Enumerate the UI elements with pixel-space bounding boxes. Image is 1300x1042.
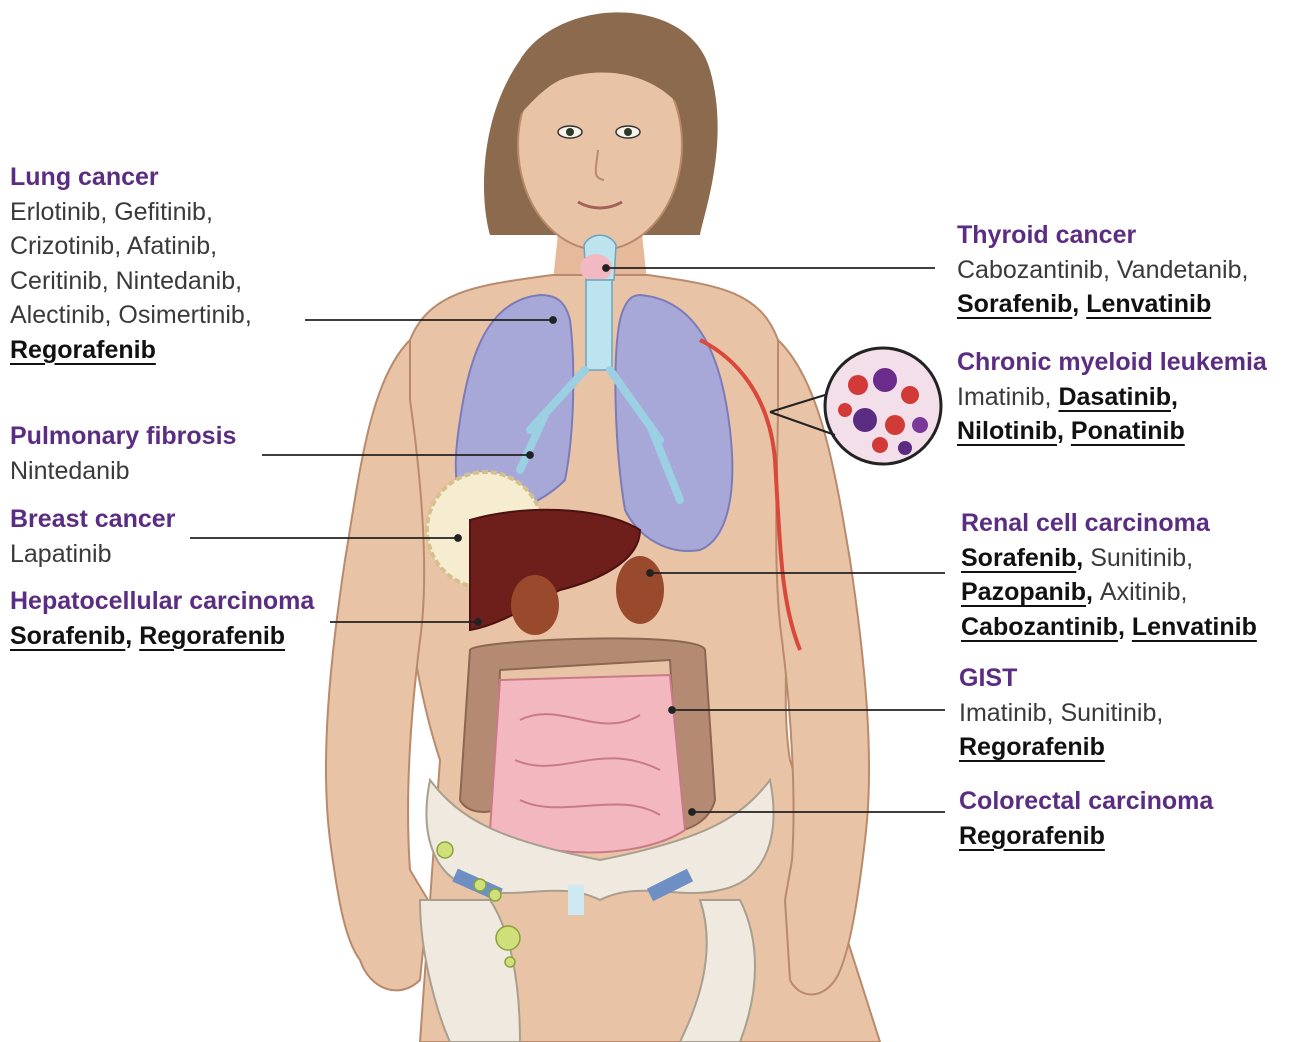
- drug-name: Sorafenib: [961, 544, 1076, 572]
- drug-separator: ,: [1045, 383, 1059, 411]
- drug-separator: ,: [105, 301, 119, 329]
- drug-line: Pazopanib, Axitinib,: [961, 575, 1257, 610]
- drug-separator: ,: [1103, 256, 1117, 284]
- drug-name: Lapatinib: [10, 540, 111, 568]
- drug-separator: ,: [235, 267, 242, 295]
- drug-separator: ,: [125, 622, 139, 650]
- drug-name: Imatinib: [957, 383, 1045, 411]
- drug-name: Regorafenib: [10, 336, 156, 364]
- drug-line: Crizotinib, Afatinib,: [10, 229, 252, 264]
- drug-name: Cabozantinib: [961, 613, 1118, 641]
- drug-line: Alectinib, Osimertinib,: [10, 298, 252, 333]
- drug-name: Nintedanib: [116, 267, 236, 295]
- drug-name: Afatinib: [127, 232, 210, 260]
- drug-name: Osimertinib: [118, 301, 244, 329]
- drug-line: Lapatinib: [10, 537, 175, 572]
- drug-name: Dasatinib: [1058, 383, 1171, 411]
- drug-name: Ceritinib: [10, 267, 102, 295]
- drug-name: Ponatinib: [1071, 417, 1185, 445]
- drug-name: Lenvatinib: [1086, 290, 1211, 318]
- indication-heading: Thyroid cancer: [957, 218, 1248, 253]
- drug-separator: ,: [114, 232, 127, 260]
- indication-heading: Hepatocellular carcinoma: [10, 584, 314, 619]
- drug-line: Regorafenib: [10, 333, 252, 368]
- drug-line: Regorafenib: [959, 819, 1213, 854]
- drug-separator: ,: [1171, 383, 1178, 411]
- drug-separator: ,: [1242, 256, 1249, 284]
- indication-heading: Pulmonary fibrosis: [10, 419, 236, 454]
- drug-name: Nintedanib: [10, 457, 130, 485]
- drug-separator: ,: [1047, 699, 1061, 727]
- drug-separator: ,: [100, 198, 114, 226]
- drug-name: Axitinib: [1100, 578, 1181, 606]
- drug-line: Sorafenib, Sunitinib,: [961, 541, 1257, 576]
- drug-separator: ,: [1156, 699, 1163, 727]
- indication-heading: Renal cell carcinoma: [961, 506, 1257, 541]
- drug-separator: ,: [206, 198, 213, 226]
- drug-line: Regorafenib: [959, 730, 1163, 765]
- drug-line: Nintedanib: [10, 454, 236, 489]
- drug-line: Sorafenib, Lenvatinib: [957, 287, 1248, 322]
- drug-name: Vandetanib: [1117, 256, 1242, 284]
- drug-name: Sorafenib: [10, 622, 125, 650]
- indication-heading: Breast cancer: [10, 502, 175, 537]
- drug-separator: ,: [1076, 544, 1090, 572]
- drug-name: Alectinib: [10, 301, 105, 329]
- drug-name: Nilotinib: [957, 417, 1057, 445]
- drug-line: Cabozantinib, Lenvatinib: [961, 610, 1257, 645]
- female-body-illustration: [326, 12, 880, 1042]
- drug-name: Sunitinib: [1090, 544, 1186, 572]
- drug-line: Erlotinib, Gefitinib,: [10, 195, 252, 230]
- drug-separator: ,: [1086, 578, 1100, 606]
- drug-line: Ceritinib, Nintedanib,: [10, 264, 252, 299]
- drug-separator: ,: [1072, 290, 1086, 318]
- drug-name: Erlotinib: [10, 198, 100, 226]
- indication-heading: Chronic myeloid leukemia: [957, 345, 1267, 380]
- drug-name: Crizotinib: [10, 232, 114, 260]
- indication-heading: GIST: [959, 661, 1163, 696]
- drug-line: Imatinib, Sunitinib,: [959, 696, 1163, 731]
- indication-heading: Colorectal carcinoma: [959, 784, 1213, 819]
- drug-separator: ,: [1057, 417, 1071, 445]
- drug-separator: ,: [1118, 613, 1132, 641]
- drug-name: Sunitinib: [1060, 699, 1156, 727]
- drug-line: Cabozantinib, Vandetanib,: [957, 253, 1248, 288]
- drug-separator: ,: [102, 267, 116, 295]
- drug-line: Imatinib, Dasatinib,: [957, 380, 1267, 415]
- drug-name: Gefitinib: [114, 198, 206, 226]
- drug-line: Nilotinib, Ponatinib: [957, 414, 1267, 449]
- drug-name: Regorafenib: [959, 822, 1105, 850]
- drug-name: Pazopanib: [961, 578, 1086, 606]
- drug-separator: ,: [210, 232, 217, 260]
- drug-name: Regorafenib: [139, 622, 285, 650]
- indication-heading: Lung cancer: [10, 160, 252, 195]
- drug-name: Cabozantinib: [957, 256, 1103, 284]
- drug-name: Sorafenib: [957, 290, 1072, 318]
- drug-separator: ,: [1186, 544, 1193, 572]
- drug-separator: ,: [245, 301, 252, 329]
- drug-name: Regorafenib: [959, 733, 1105, 761]
- drug-name: Imatinib: [959, 699, 1047, 727]
- drug-line: Sorafenib, Regorafenib: [10, 619, 314, 654]
- drug-name: Lenvatinib: [1132, 613, 1257, 641]
- drug-separator: ,: [1181, 578, 1188, 606]
